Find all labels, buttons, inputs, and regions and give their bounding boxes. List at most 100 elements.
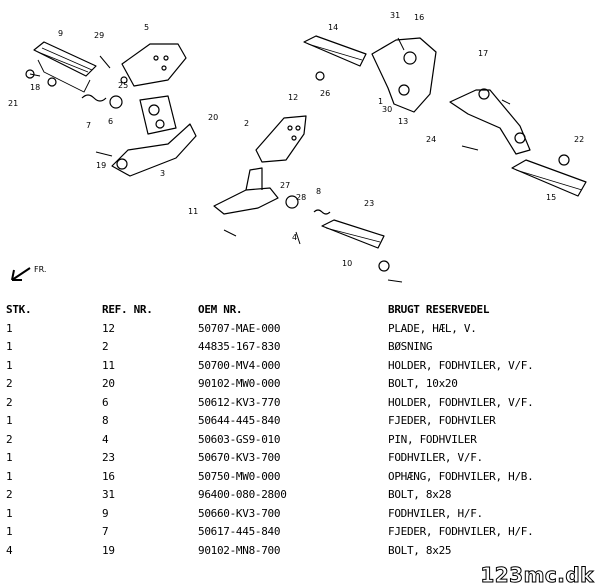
callout-20: 20 — [208, 113, 218, 122]
table-row: 1 8 50644-445-840 FJEDER, FODHVILER — [6, 412, 596, 431]
callout-30: 30 — [382, 105, 392, 114]
footpeg-10-drawing — [313, 209, 390, 272]
header-desc: BRUGT RESERVEDEL — [388, 303, 490, 316]
cell-oem: 50660-KV3-700 — [198, 506, 281, 520]
cell-desc: BØSNING — [388, 340, 433, 354]
callout-16: 16 — [414, 13, 424, 22]
cell-ref: 8 — [102, 414, 109, 428]
parts-table: STK. REF. NR. OEM NR. BRUGT RESERVEDEL 1… — [6, 300, 596, 560]
cell-ref: 4 — [102, 432, 109, 446]
cell-qty: 4 — [6, 543, 13, 557]
watermark-logo: 123mc.dk — [480, 563, 594, 588]
cell-qty: 1 — [6, 414, 13, 428]
hanger-16-drawing — [303, 35, 437, 113]
heel-plate-5-drawing — [120, 43, 187, 87]
cell-ref: 12 — [102, 321, 115, 335]
callout-21: 21 — [8, 99, 18, 108]
cell-desc: BOLT, 8x25 — [388, 543, 452, 557]
callout-22: 22 — [574, 135, 584, 144]
cell-qty: 2 — [6, 432, 13, 446]
callout-25: 25 — [118, 81, 128, 90]
cell-qty: 2 — [6, 395, 13, 409]
cell-oem: 50670-KV3-700 — [198, 451, 281, 465]
table-header-row: STK. REF. NR. OEM NR. BRUGT RESERVEDEL — [6, 300, 596, 319]
callout-8: 8 — [316, 187, 321, 196]
cell-ref: 6 — [102, 395, 109, 409]
cell-oem: 50612-KV3-770 — [198, 395, 281, 409]
callout-9: 9 — [58, 29, 63, 38]
callout-15: 15 — [546, 193, 556, 202]
callout-10: 10 — [342, 259, 352, 268]
cell-qty: 2 — [6, 488, 13, 502]
holder-3-drawing — [111, 95, 197, 177]
cell-oem: 50750-MW0-000 — [198, 469, 281, 483]
cell-desc: PIN, FODHVILER — [388, 432, 477, 446]
cell-oem: 50617-445-840 — [198, 525, 281, 539]
callout-19: 19 — [96, 161, 106, 170]
callout-13: 13 — [398, 117, 408, 126]
cell-desc: OPHÆNG, FODHVILER, H/B. — [388, 469, 534, 483]
callout-17: 17 — [478, 49, 488, 58]
cell-ref: 7 — [102, 525, 109, 539]
cell-ref: 9 — [102, 506, 109, 520]
bracket-11-drawing — [213, 115, 307, 215]
cell-qty: 2 — [6, 377, 13, 391]
cell-desc: FODHVILER, H/F. — [388, 506, 483, 520]
callout-26: 26 — [320, 89, 330, 98]
callout-1: 1 — [378, 97, 383, 106]
cell-desc: BOLT, 10x20 — [388, 377, 458, 391]
cell-qty: 1 — [6, 506, 13, 520]
cell-oem: 90102-MW0-000 — [198, 377, 281, 391]
table-row: 1 7 50617-445-840 FJEDER, FODHVILER, H/F. — [6, 523, 596, 542]
cell-ref: 31 — [102, 488, 115, 502]
callout-27: 27 — [280, 181, 290, 190]
cell-desc: FODHVILER, V/F. — [388, 451, 483, 465]
callout-4: 4 — [292, 233, 297, 242]
callout-11: 11 — [188, 207, 198, 216]
callout-labels: 1234567891011121314151617181920212223242… — [8, 11, 584, 268]
table-row: 2 20 90102-MW0-000 BOLT, 10x20 — [6, 375, 596, 394]
cell-oem: 96400-080-2800 — [198, 488, 287, 502]
table-row: 1 9 50660-KV3-700 FODHVILER, H/F. — [6, 504, 596, 523]
callout-5: 5 — [144, 23, 149, 32]
cell-qty: 1 — [6, 358, 13, 372]
cell-ref: 19 — [102, 543, 115, 557]
cell-desc: HOLDER, FODHVILER, V/F. — [388, 358, 534, 372]
footpeg-9-drawing — [25, 41, 97, 93]
callout-2: 2 — [244, 119, 249, 128]
callout-6: 6 — [108, 117, 113, 126]
cell-qty: 1 — [6, 340, 13, 354]
table-row: 2 31 96400-080-2800 BOLT, 8x28 — [6, 486, 596, 505]
cell-ref: 11 — [102, 358, 115, 372]
cell-desc: PLADE, HÆL, V. — [388, 321, 477, 335]
cell-desc: FJEDER, FODHVILER, H/F. — [388, 525, 534, 539]
header-qty: STK. — [6, 303, 32, 316]
callout-31: 31 — [390, 11, 400, 20]
arm-17-drawing — [449, 88, 587, 197]
direction-label: FR. — [34, 265, 46, 274]
cell-ref: 23 — [102, 451, 115, 465]
callout-3: 3 — [160, 169, 165, 178]
callout-14: 14 — [328, 23, 338, 32]
cell-ref: 20 — [102, 377, 115, 391]
cell-desc: FJEDER, FODHVILER — [388, 414, 496, 428]
header-oem: OEM NR. — [198, 303, 243, 316]
cell-qty: 1 — [6, 469, 13, 483]
table-row: 2 6 50612-KV3-770 HOLDER, FODHVILER, V/F. — [6, 393, 596, 412]
cell-desc: HOLDER, FODHVILER, V/F. — [388, 395, 534, 409]
callout-23: 23 — [364, 199, 374, 208]
cell-oem: 50644-445-840 — [198, 414, 281, 428]
cell-oem: 50700-MV4-000 — [198, 358, 281, 372]
cell-qty: 1 — [6, 525, 13, 539]
callout-29: 29 — [94, 31, 104, 40]
cell-desc: BOLT, 8x28 — [388, 488, 452, 502]
callout-18: 18 — [30, 83, 40, 92]
